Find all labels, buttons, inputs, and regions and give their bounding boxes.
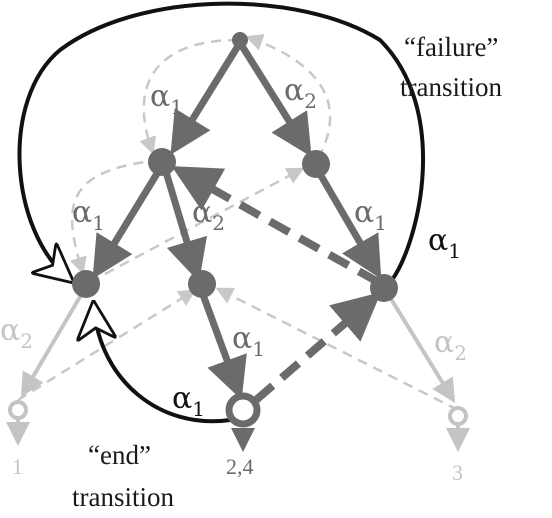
failure-edge-end-to-right bbox=[253, 292, 382, 404]
output-left: 1 bbox=[12, 454, 23, 479]
node-mid bbox=[188, 270, 216, 298]
edge-b-to-right bbox=[316, 172, 382, 280]
label-alpha2-root-b: α2 bbox=[284, 73, 317, 113]
dashed-edge-leafl-to-mid bbox=[17, 289, 197, 402]
label-alpha1-a-left: α1 bbox=[72, 195, 105, 235]
label-alpha1-root-a: α1 bbox=[150, 79, 183, 119]
failure-transition-curve bbox=[17, 1, 426, 280]
label-alpha2-left-leaf: α2 bbox=[0, 313, 33, 353]
end-transition-curve bbox=[94, 308, 231, 424]
label-alpha1-failure: α1 bbox=[428, 223, 461, 263]
caption-failure-word: transition bbox=[400, 72, 502, 102]
loop-edge-top-left bbox=[139, 38, 239, 155]
label-alpha1-mid-end: α1 bbox=[232, 321, 265, 361]
edge-root-to-b bbox=[239, 44, 312, 157]
node-right bbox=[370, 274, 398, 302]
dark-dashed-edges bbox=[171, 166, 382, 404]
dark-solid-edges bbox=[92, 44, 382, 452]
edge-mid-to-end bbox=[198, 290, 247, 400]
captions: “failure” transition “end” transition bbox=[72, 32, 502, 512]
dashed-edge-leafr-to-mid bbox=[215, 287, 459, 412]
caption-end-word: transition bbox=[72, 482, 174, 512]
caption-end-quote: “end” bbox=[88, 440, 151, 470]
node-leaf3 bbox=[448, 406, 468, 426]
node-end bbox=[225, 392, 261, 428]
node-b bbox=[302, 150, 330, 178]
caption-failure-quote: “failure” bbox=[404, 32, 498, 62]
edge-right-to-leaf3 bbox=[386, 292, 456, 404]
failure-edge-right-to-a bbox=[171, 166, 380, 286]
edge-a-to-left bbox=[92, 170, 161, 279]
edge-a-to-mid bbox=[162, 170, 208, 283]
node-root bbox=[232, 32, 248, 48]
label-alpha1-end: α1 bbox=[172, 381, 205, 421]
node-a bbox=[148, 148, 176, 176]
label-alpha1-b-right: α1 bbox=[354, 195, 387, 235]
output-middle: 2,4 bbox=[226, 454, 254, 479]
edge-labels: α1 α2 α1 α2 α1 α1 α2 α1 α2 α1 bbox=[0, 73, 467, 421]
nodes bbox=[8, 32, 468, 428]
edge-root-to-a bbox=[170, 44, 241, 155]
output-labels: 1 2,4 3 bbox=[12, 454, 463, 485]
black-transitions bbox=[17, 1, 426, 424]
label-alpha2-right-leaf: α2 bbox=[434, 325, 467, 365]
output-right: 3 bbox=[452, 460, 463, 485]
label-alpha2-a-mid: α2 bbox=[192, 195, 225, 235]
node-leaf1 bbox=[8, 400, 28, 420]
node-left bbox=[72, 270, 100, 298]
